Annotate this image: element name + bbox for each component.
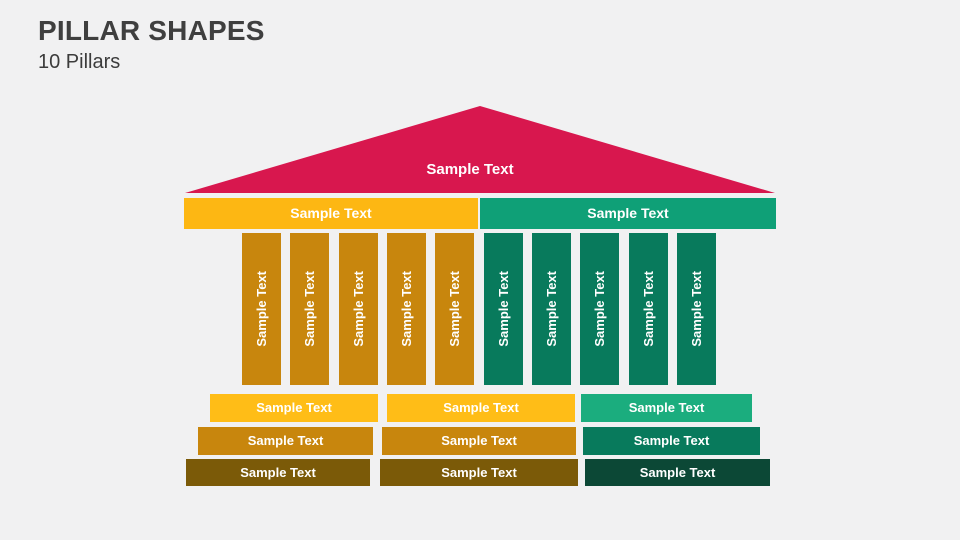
pillar-4: Sample Text: [386, 233, 426, 385]
pillar-label: Sample Text: [640, 271, 656, 347]
pillar-label: Sample Text: [543, 271, 559, 347]
pillar-8: Sample Text: [580, 233, 620, 385]
step-row1-left: Sample Text: [210, 394, 378, 422]
step-row2-middle: Sample Text: [382, 427, 576, 455]
pillar-label: Sample Text: [592, 271, 608, 347]
pillar-label: Sample Text: [350, 271, 366, 347]
pillar-label: Sample Text: [398, 271, 414, 347]
step-row1-right: Sample Text: [581, 394, 752, 422]
pillar-label: Sample Text: [302, 271, 318, 347]
step-row2-left: Sample Text: [198, 427, 373, 455]
pillar-1: Sample Text: [242, 233, 281, 385]
step-row2-right: Sample Text: [583, 427, 760, 455]
slide-header: PILLAR SHAPES 10 Pillars: [38, 14, 265, 74]
step-row3-right: Sample Text: [585, 459, 770, 486]
entablature-right: Sample Text: [480, 198, 776, 229]
step-row1-middle: Sample Text: [387, 394, 575, 422]
page-subtitle: 10 Pillars: [38, 51, 121, 73]
pillar-label: Sample Text: [254, 271, 269, 347]
pillar-2: Sample Text: [290, 233, 330, 385]
entablature-left: Sample Text: [184, 198, 478, 229]
pillar-label: Sample Text: [688, 271, 704, 347]
pillar-3: Sample Text: [338, 233, 378, 385]
step-row3-left: Sample Text: [186, 459, 370, 486]
pillar-label: Sample Text: [447, 271, 463, 347]
roof-label: Sample Text: [426, 161, 514, 178]
roof-triangle: Sample Text: [185, 106, 775, 193]
pillar-5: Sample Text: [435, 233, 475, 385]
step-row3-middle: Sample Text: [380, 459, 578, 486]
page-title: PILLAR SHAPES: [38, 15, 265, 46]
pillar-7: Sample Text: [531, 233, 571, 385]
pillar-6: Sample Text: [483, 233, 523, 385]
pillar-9: Sample Text: [628, 233, 668, 385]
pillar-label: Sample Text: [495, 271, 511, 347]
pillar-10: Sample Text: [676, 233, 716, 385]
pillar-row: Sample Text Sample Text Sample Text Samp…: [242, 233, 716, 385]
